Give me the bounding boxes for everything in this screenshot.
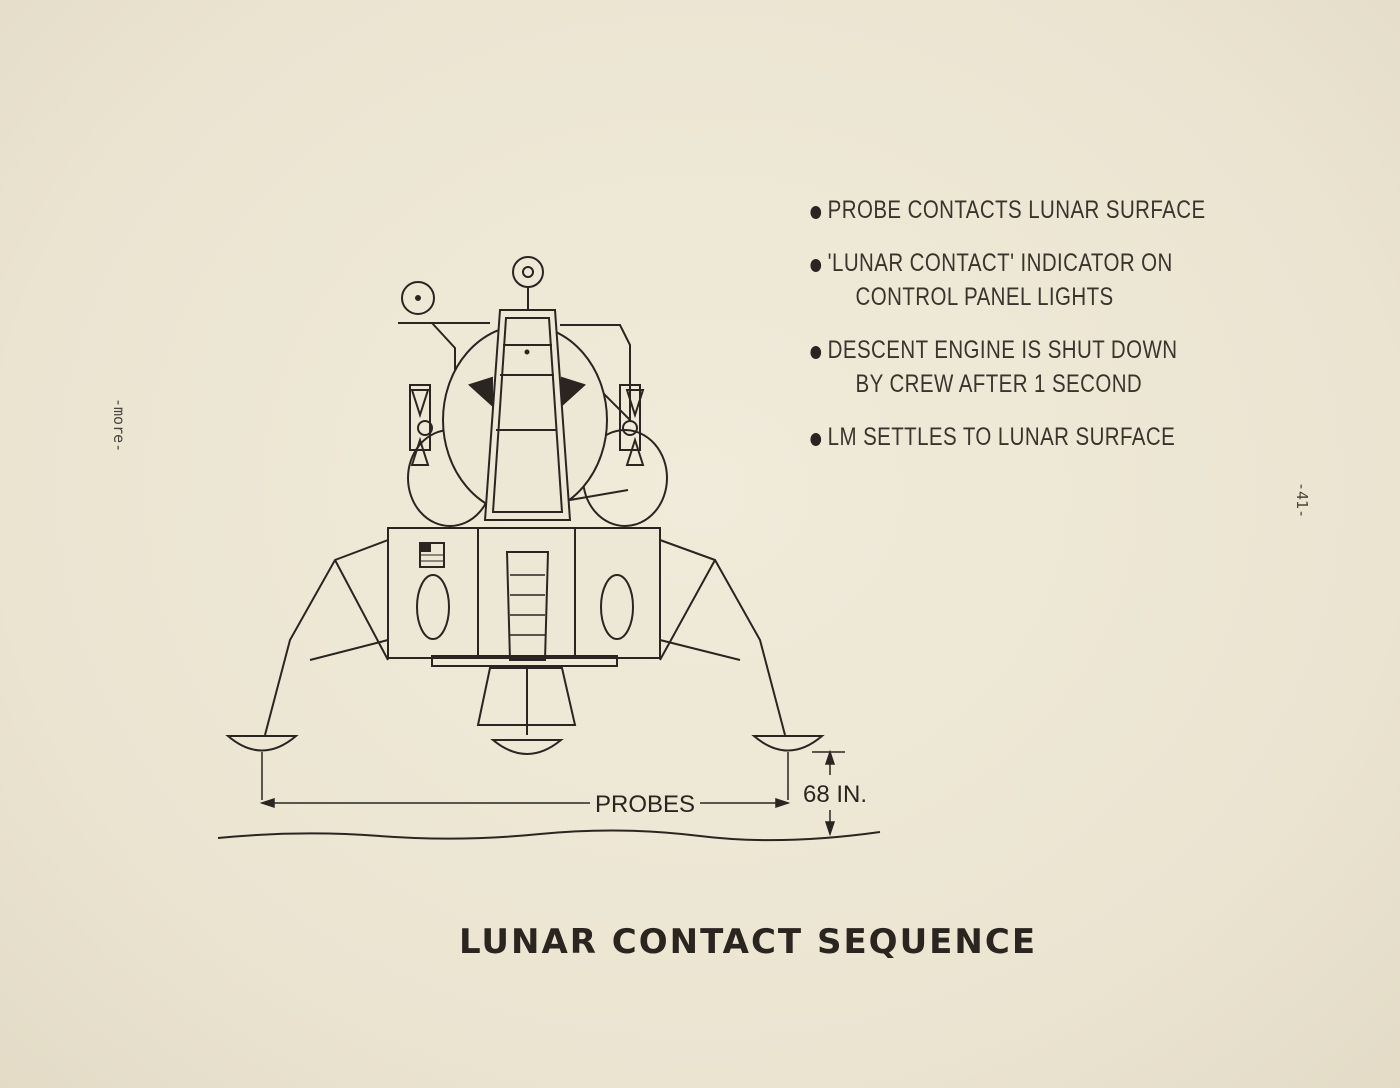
- sequence-item: DESCENT ENGINE IS SHUT DOWN BY CREW AFTER…: [808, 333, 1206, 401]
- descent-engine-nozzle: [476, 667, 577, 726]
- item-text: 'LUNAR CONTACT' INDICATOR ON: [827, 249, 1173, 277]
- dimension-lines: [217, 749, 881, 842]
- panel-oval-left: [416, 574, 450, 640]
- sequence-list: PROBE CONTACTS LUNAR SURFACE 'LUNAR CONT…: [808, 193, 1206, 473]
- footpad-left: [225, 735, 299, 752]
- probes-label: PROBES: [595, 791, 695, 818]
- item-text: PROBE CONTACTS LUNAR SURFACE: [827, 196, 1206, 224]
- item-text-cont: BY CREW AFTER 1 SECOND: [855, 370, 1143, 398]
- window-right: [561, 376, 586, 408]
- footpad-right: [751, 735, 825, 752]
- probes: [261, 752, 789, 800]
- descent-stage: [387, 527, 661, 726]
- lunar-surface: [217, 829, 881, 842]
- panel-oval-right: [600, 574, 634, 640]
- footpad-center: [490, 739, 564, 755]
- sequence-item: 'LUNAR CONTACT' INDICATOR ON CONTROL PANE…: [808, 246, 1206, 314]
- item-text: DESCENT ENGINE IS SHUT DOWN: [827, 336, 1178, 364]
- figure-title: LUNAR CONTACT SEQUENCE: [458, 922, 1038, 962]
- antenna-dish-left: [401, 281, 435, 315]
- antenna-dish-top: [512, 256, 544, 288]
- item-text-cont: CONTROL PANEL LIGHTS: [855, 283, 1114, 311]
- sequence-item: PROBE CONTACTS LUNAR SURFACE: [808, 193, 1206, 227]
- height-label: 68 IN.: [803, 781, 867, 808]
- ascent-stage: [398, 256, 668, 527]
- item-text: LM SETTLES TO LUNAR SURFACE: [827, 423, 1176, 451]
- ladder: [505, 551, 550, 661]
- sequence-item: LM SETTLES TO LUNAR SURFACE: [808, 420, 1206, 454]
- window-left: [468, 376, 493, 408]
- landing-gear: [225, 539, 825, 800]
